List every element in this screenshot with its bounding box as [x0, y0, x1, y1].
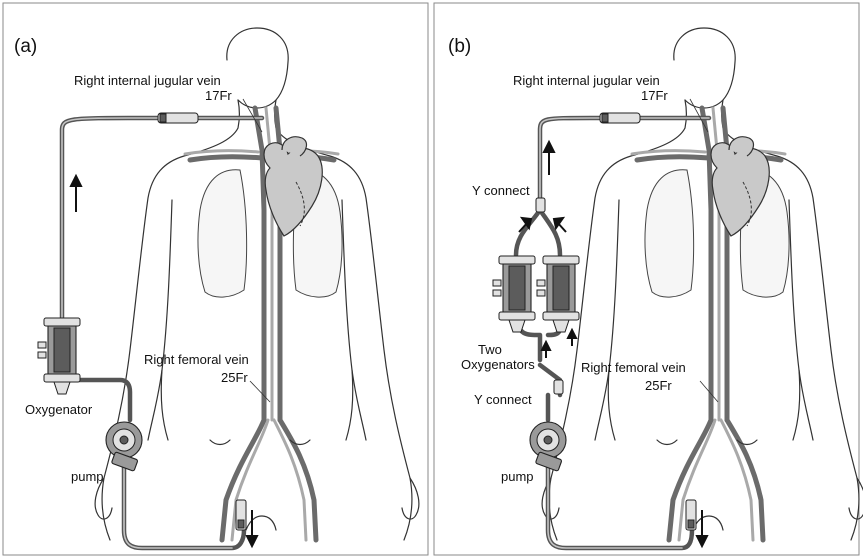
body-illustration-a: [95, 28, 419, 540]
pump-label-b: pump: [501, 469, 534, 484]
oxygenator-icon-a: [38, 318, 80, 394]
panel-b: (b) Right internal jugular vein 17Fr Y c…: [434, 3, 863, 555]
femoral-size-label-a: 25Fr: [221, 370, 248, 385]
oxygenators-label-line2-b: Oxygenators: [461, 357, 535, 372]
body-illustration-b: [542, 28, 863, 540]
oxygenator-label-a: Oxygenator: [25, 402, 93, 417]
pump-icon-a: [106, 422, 142, 471]
jugular-vein-label-b: Right internal jugular vein: [513, 73, 660, 88]
y-connector-bottom-icon-b: [554, 380, 563, 394]
y-connect-bottom-label-b: Y connect: [474, 392, 532, 407]
jugular-vein-label-a: Right internal jugular vein: [74, 73, 221, 88]
panel-label-a: (a): [14, 36, 37, 57]
pump-icon-b: [530, 422, 566, 471]
panel-a: (a) Right internal jugular vein 17Fr Rig…: [3, 3, 428, 555]
oxygenator-right-icon-b: [537, 256, 579, 332]
y-connect-top-label-b: Y connect: [472, 183, 530, 198]
jugular-size-label-a: 17Fr: [205, 88, 232, 103]
femoral-vein-label-a: Right femoral vein: [144, 352, 249, 367]
oxygenator-left-icon-b: [493, 256, 535, 332]
y-connector-top-icon-b: [536, 198, 545, 212]
femoral-size-label-b: 25Fr: [645, 378, 672, 393]
oxygenators-label-line1-b: Two: [478, 342, 502, 357]
panel-label-b: (b): [448, 36, 471, 57]
femoral-vein-label-b: Right femoral vein: [581, 360, 686, 375]
pump-label-a: pump: [71, 469, 104, 484]
jugular-size-label-b: 17Fr: [641, 88, 668, 103]
y-branch-right-top-b: [540, 210, 560, 255]
